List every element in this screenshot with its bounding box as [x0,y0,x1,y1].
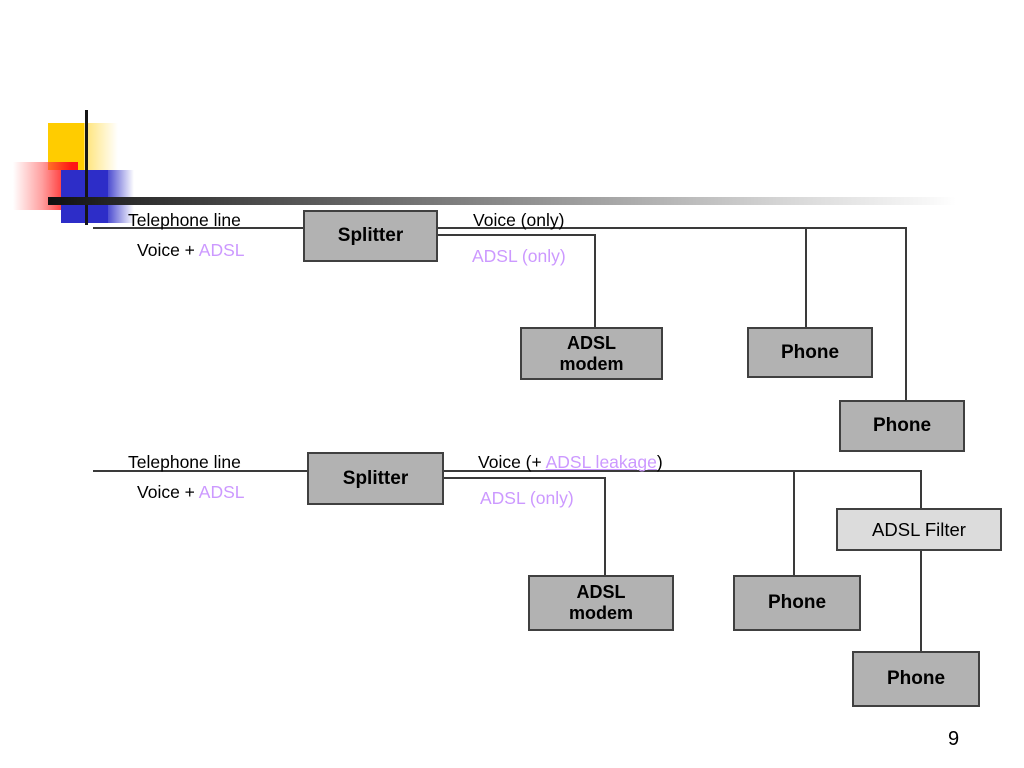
top-splitter-label: Splitter [337,225,404,247]
bottom-phone-a-label: Phone [767,592,827,614]
adsl-filter-box: ADSL Filter [836,508,1002,551]
bottom-input-label: Voice + ADSL [137,482,245,502]
slide-page-number: 9 [948,728,959,751]
top-phone-b-box: Phone [839,400,965,452]
bottom-adsl-out-label: ADSL (only) [480,488,574,508]
top-phone-a-label: Phone [780,341,840,363]
top-input-voice-text: Voice + [137,240,199,260]
slide-page-number-text: 9 [948,728,960,750]
bottom-phone-a-box: Phone [733,575,861,631]
top-telephone-line-text: Telephone line [128,210,241,230]
top-phone-a-box: Phone [747,327,873,378]
top-drop-to-phone-a [805,227,807,327]
top-modem-label-line2: modem [559,353,624,374]
top-drop-to-phone-b [905,227,907,400]
bottom-adsl-out-text: ADSL (only) [480,488,574,508]
bottom-telephone-line [93,470,307,472]
bottom-filter-to-phone-b [920,549,922,651]
bottom-telephone-line-text: Telephone line [128,452,241,472]
bottom-phone-b-box: Phone [852,651,980,707]
top-adsl-modem-box: ADSL modem [520,327,663,380]
bottom-adsl-line [444,477,605,479]
top-adsl-out-label: ADSL (only) [472,246,566,266]
top-voice-out-label: Voice (only) [473,210,564,230]
top-input-label: Voice + ADSL [137,240,245,260]
bottom-drop-to-phone-a [793,470,795,575]
decoration-blue-square [61,170,108,223]
decoration-yellow-fade [84,123,118,170]
adsl-filter-label: ADSL Filter [872,518,966,540]
bottom-telephone-line-label: Telephone line [128,452,241,472]
bottom-modem-label-line1: ADSL [576,582,626,603]
top-input-adsl-text: ADSL [198,240,245,260]
bottom-voice-out-leakage-text: ADSL leakage [545,452,657,472]
top-adsl-drop-to-modem [594,234,596,327]
bottom-splitter-label: Splitter [342,467,409,489]
top-telephone-line [93,227,303,229]
bottom-voice-out-label: Voice (+ ADSL leakage) [478,452,663,472]
bottom-phone-b-label: Phone [886,668,946,690]
decoration-blue-fade [108,170,134,223]
top-voice-line [438,227,906,229]
decoration-horizontal-gradient-bar [48,197,956,205]
bottom-voice-out-suffix-text: ) [656,452,663,472]
bottom-modem-label-line2: modem [568,603,633,623]
top-modem-label-line1: ADSL [567,332,616,353]
bottom-input-adsl-text: ADSL [198,482,245,502]
top-voice-out-text: Voice (only) [473,210,565,230]
top-adsl-out-text: ADSL (only) [472,246,566,266]
top-telephone-line-label: Telephone line [128,210,241,230]
top-splitter-box: Splitter [303,210,438,262]
bottom-adsl-modem-box: ADSL modem [528,575,674,631]
bottom-voice-out-prefix-text: Voice (+ [478,452,546,472]
top-phone-b-label: Phone [872,415,932,437]
decoration-vertical-line [85,110,88,225]
bottom-adsl-drop-to-modem [604,477,606,575]
top-adsl-line [438,234,595,236]
bottom-drop-to-filter [920,470,922,508]
bottom-voice-line [444,470,921,472]
bottom-splitter-box: Splitter [307,452,444,505]
bottom-input-voice-text: Voice + [137,482,199,502]
